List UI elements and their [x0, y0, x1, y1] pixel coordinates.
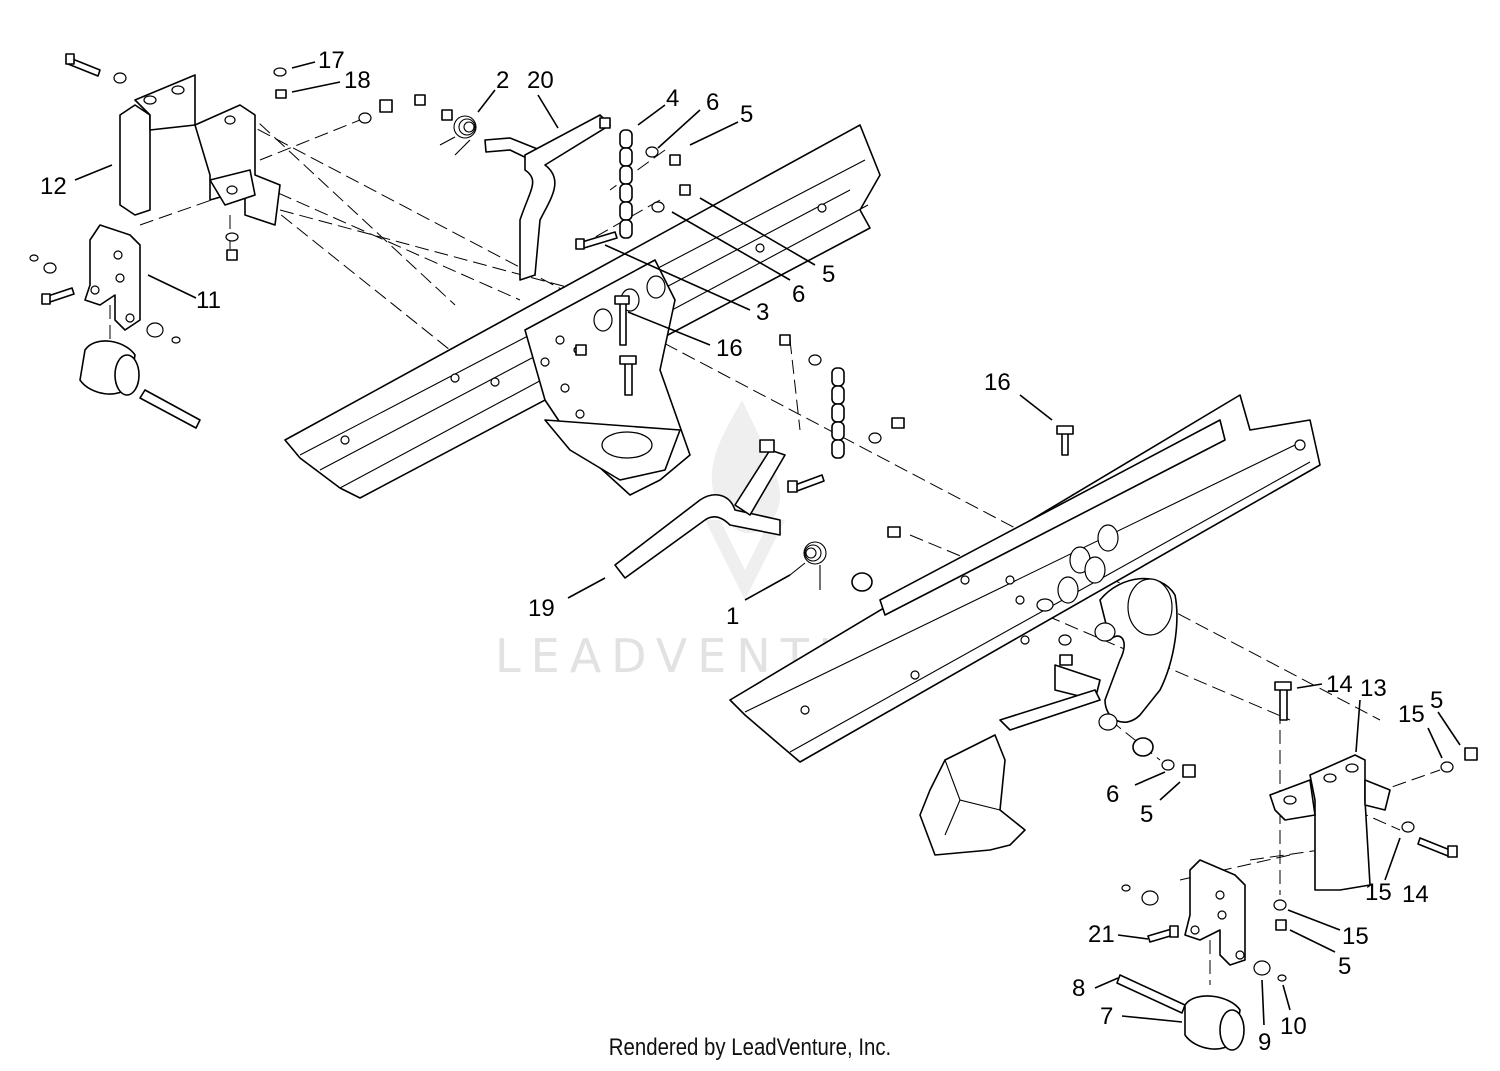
callout-6: 6	[706, 89, 719, 116]
callout-5: 5	[822, 261, 835, 288]
pivot-elbow	[999, 577, 1178, 731]
chain-lower	[831, 367, 845, 459]
part-20-lever	[484, 114, 611, 281]
callout-16: 16	[716, 335, 743, 362]
callout-4: 4	[666, 85, 679, 112]
callout-15: 15	[1342, 923, 1369, 950]
part-19-lever	[614, 439, 786, 579]
callout-6: 6	[792, 281, 805, 308]
roller-left	[79, 340, 201, 429]
part-12-plate	[119, 74, 281, 226]
callout-10: 10	[1280, 1013, 1307, 1040]
callout-2: 2	[496, 67, 509, 94]
chain-upper	[619, 129, 633, 239]
callout-5: 5	[1430, 687, 1443, 714]
callout-5: 5	[740, 101, 753, 128]
center-bracket-left	[524, 259, 691, 496]
fasteners	[29, 53, 1478, 982]
callout-20: 20	[527, 67, 554, 94]
callout-11: 11	[196, 287, 221, 314]
callout-14: 14	[1326, 671, 1353, 698]
callout-7: 7	[1100, 1003, 1113, 1030]
callout-19: 19	[528, 595, 555, 622]
callout-12: 12	[40, 173, 67, 200]
callout-18: 18	[344, 67, 371, 94]
deck-housing	[919, 734, 1026, 856]
callout-13: 13	[1360, 675, 1387, 702]
callout-5: 5	[1140, 801, 1153, 828]
callout-3: 3	[756, 299, 769, 326]
part-13-bracket	[1269, 754, 1391, 891]
leader-lines	[74, 61, 1461, 1026]
callout-1: 1	[726, 603, 739, 630]
spring-lower	[789, 541, 827, 590]
callout-9: 9	[1258, 1029, 1271, 1056]
lower-right-bracket	[1184, 859, 1246, 966]
callout-15: 15	[1398, 701, 1425, 728]
spring-upper	[439, 115, 477, 156]
right-frame-rail	[729, 394, 1321, 763]
callout-17: 17	[318, 47, 345, 74]
callout-8: 8	[1072, 975, 1085, 1002]
roller-right	[1116, 974, 1245, 1051]
part-11-bracket	[84, 224, 141, 331]
callout-15: 15	[1365, 879, 1392, 906]
callout-16: 16	[984, 369, 1011, 396]
callout-labels: 17 18 2 20 4 6 5 12 11 5 6 3 16 16 19 1 …	[40, 47, 1443, 1056]
callout-6: 6	[1106, 781, 1119, 808]
callout-21: 21	[1088, 921, 1115, 948]
callout-5: 5	[1338, 953, 1351, 980]
callout-14: 14	[1402, 881, 1429, 908]
footer-credit: Rendered by LeadVenture, Inc.	[608, 1034, 892, 1061]
